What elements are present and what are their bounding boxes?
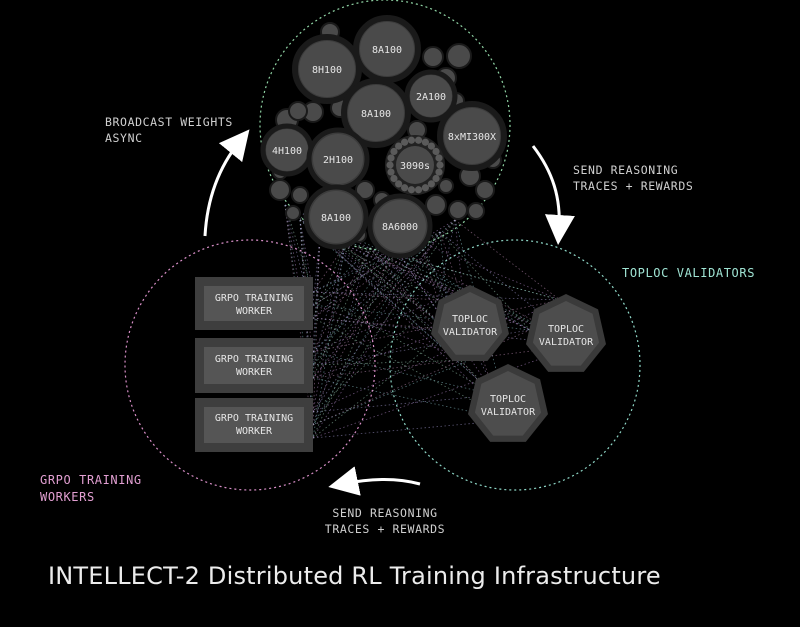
gpu-node-8a100-mid: 8A100 <box>341 78 411 148</box>
gpu-node-3090-unit <box>387 168 395 176</box>
send-traces-right-arrow <box>531 145 575 245</box>
training-workers: GRPO TRAINING WORKER GRPO TRAINING WORKE… <box>195 277 313 452</box>
gpu-node-3090-unit <box>407 186 416 194</box>
worker-label-line1: GRPO TRAINING <box>215 354 293 365</box>
gpu-node-3090-unit <box>414 136 423 144</box>
training-ring <box>124 239 376 491</box>
gpu-node-3090-unit <box>432 174 440 183</box>
grpo-worker-2: GRPO TRAINING WORKER <box>195 338 313 393</box>
grpo-worker-3: GRPO TRAINING WORKER <box>195 398 313 452</box>
validator-label-line1: TOPLOC <box>490 394 526 405</box>
gpu-node-small <box>467 202 485 220</box>
inference-nodes: 8A100 8H100 2A100 8A100 8xMI300X 4H100 <box>260 15 507 259</box>
toploc-validator-2: TOPLOC VALIDATOR <box>526 294 606 372</box>
grpo-worker-1: GRPO TRAINING WORKER <box>195 277 313 330</box>
gpu-node-8a100-low: 8A100 <box>303 184 369 250</box>
worker-label-line1: GRPO TRAINING <box>215 293 293 304</box>
gpu-node-3090-unit <box>427 180 435 188</box>
gpu-node-3090-unit <box>395 180 403 188</box>
gpu-node-small <box>446 43 472 69</box>
gpu-node-3090s: 3090s <box>385 135 445 195</box>
gpu-node-8xmi300x: 8xMI300X <box>437 101 507 171</box>
gpu-node-label: 8A100 <box>372 45 402 56</box>
gpu-node-small <box>269 179 291 201</box>
validators-group-label: TOPLOC VALIDATORS <box>622 266 755 280</box>
send-bottom-label-line2: TRACES + REWARDS <box>325 522 445 536</box>
toploc-validator-1: TOPLOC VALIDATOR <box>431 285 509 361</box>
gpu-node-8h100: 8H100 <box>292 34 362 104</box>
gpu-node-3090-unit <box>407 136 416 144</box>
gpu-node-3090-unit <box>386 161 394 169</box>
send-bottom-label-line1: SEND REASONING <box>332 506 437 520</box>
gpu-node-small <box>422 46 444 68</box>
gpu-node-3090-unit <box>414 186 423 194</box>
gpu-node-label: 2A100 <box>416 92 446 103</box>
gpu-node-4h100: 4H100 <box>260 123 314 177</box>
worker-label-line2: WORKER <box>236 367 273 378</box>
gpu-node-label: 8xMI300X <box>448 132 496 143</box>
broadcast-label-line2: ASYNC <box>105 131 143 145</box>
validator-label-line2: VALIDATOR <box>481 407 536 418</box>
send-traces-bottom-arrow <box>328 466 421 496</box>
gpu-node-small <box>438 178 454 194</box>
training-group-label-line1: GRPO TRAINING <box>40 473 142 487</box>
gpu-node-3090-unit <box>435 154 443 162</box>
gpu-node-3090-unit <box>390 147 398 156</box>
gpu-node-2a100: 2A100 <box>404 69 458 123</box>
gpu-node-small <box>288 101 308 121</box>
validator-ring <box>389 239 641 491</box>
gpu-node-small <box>355 180 375 200</box>
gpu-node-3090-unit <box>387 154 395 162</box>
gpu-node-3090-unit <box>401 184 409 192</box>
gpu-node-label: 8A100 <box>361 109 391 120</box>
validator-label-line2: VALIDATOR <box>539 337 594 348</box>
gpu-node-3090-unit <box>432 147 440 156</box>
toploc-validators: TOPLOC VALIDATOR TOPLOC VALIDATOR TOPLOC VALI… <box>431 285 606 442</box>
gpu-node-3090-unit <box>435 168 443 176</box>
gpu-node-3090-unit <box>421 138 429 146</box>
send-right-label-line2: TRACES + REWARDS <box>573 179 693 193</box>
worker-label-line2: WORKER <box>236 306 273 317</box>
validator-label-line2: VALIDATOR <box>443 327 498 338</box>
gpu-node-8a100-top: 8A100 <box>353 15 421 83</box>
broadcast-label-line1: BROADCAST WEIGHTS <box>105 115 233 129</box>
page-title: INTELLECT-2 Distributed RL Training Infr… <box>48 562 661 590</box>
gpu-node-3090-unit <box>395 142 403 150</box>
gpu-node-small <box>475 180 495 200</box>
worker-label-line1: GRPO TRAINING <box>215 413 293 424</box>
gpu-node-small <box>448 200 468 220</box>
gpu-node-3090-unit <box>427 142 435 150</box>
validator-label-line1: TOPLOC <box>452 314 488 325</box>
gpu-node-3090-unit <box>421 184 429 192</box>
toploc-validator-3: TOPLOC VALIDATOR <box>468 364 548 442</box>
gpu-node-8a6000: 8A6000 <box>367 193 433 259</box>
validator-label-line1: TOPLOC <box>548 324 584 335</box>
gpu-node-label: 8H100 <box>312 65 342 76</box>
gpu-node-3090-unit <box>436 161 444 169</box>
gpu-node-small <box>285 205 301 221</box>
training-group-label-line2: WORKERS <box>40 490 95 504</box>
gpu-node-label: 2H100 <box>323 155 353 166</box>
gpu-node-3090-unit <box>390 174 398 183</box>
gpu-node-label: 8A6000 <box>382 222 418 233</box>
broadcast-arrow <box>203 129 250 237</box>
gpu-node-3090-unit <box>401 138 409 146</box>
gpu-node-label: 4H100 <box>272 146 302 157</box>
gpu-node-small <box>425 194 447 216</box>
send-right-label-line1: SEND REASONING <box>573 163 678 177</box>
gpu-node-label: 8A100 <box>321 213 351 224</box>
gpu-node-2h100: 2H100 <box>306 127 370 191</box>
worker-label-line2: WORKER <box>236 426 273 437</box>
gpu-node-label: 3090s <box>400 161 430 172</box>
gpu-node-small <box>291 186 309 204</box>
